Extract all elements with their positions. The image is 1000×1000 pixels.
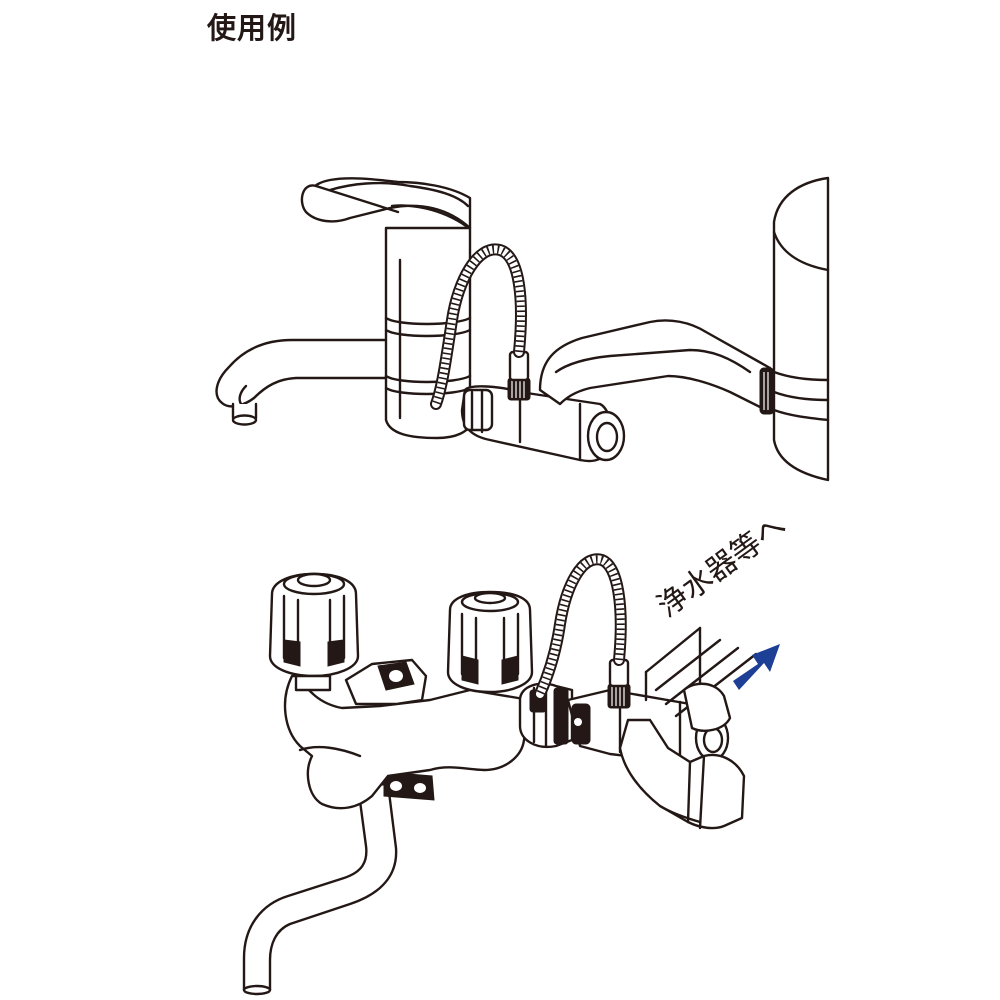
water-purifier-unit [538,176,830,482]
lower-spout [242,782,398,992]
purifier-annotation: 浄水器等へ [651,508,793,624]
lower-outlet-pipe [618,718,746,830]
flow-arrow-icon [733,644,780,690]
page-title: 使用例 [207,11,298,45]
wall-mounted-two-handle-faucet [242,553,758,996]
pipe-lines [644,626,758,718]
outlet-pipe [538,319,772,414]
hose-connector [507,377,531,401]
purifier-canister [772,176,830,482]
single-lever-faucet [215,177,626,463]
spout-nut [383,771,435,801]
lower-hose-connector [607,683,631,709]
faucet-spout [215,338,397,408]
mixer-body [283,674,532,810]
faucet-lever-handle [300,177,472,230]
canister-collar [759,367,775,415]
